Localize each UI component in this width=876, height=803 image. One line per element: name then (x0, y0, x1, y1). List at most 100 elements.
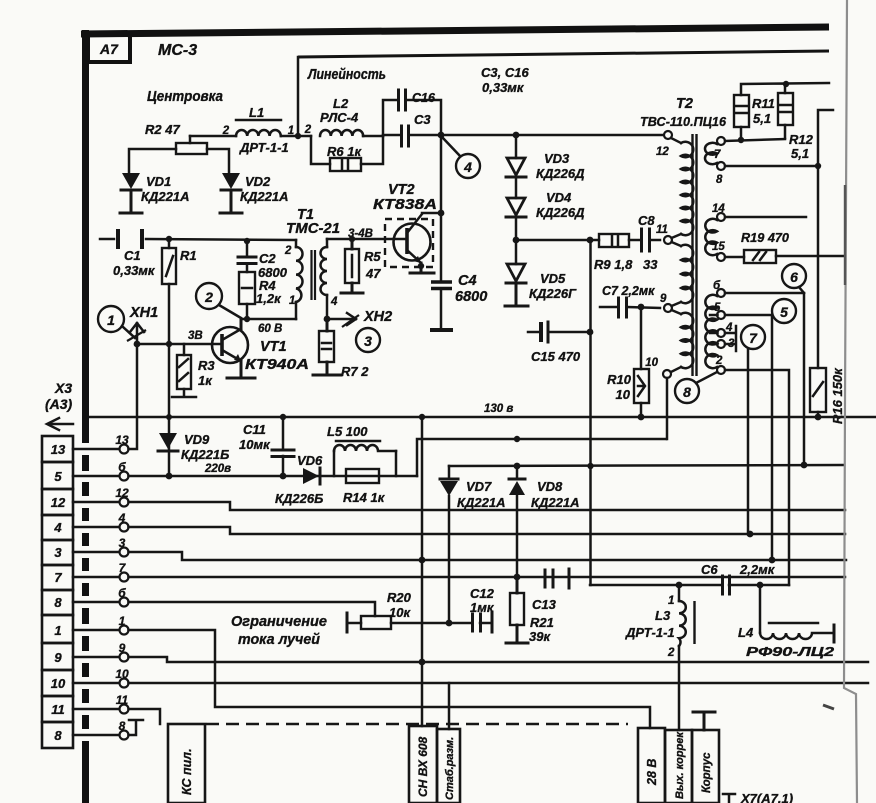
svg-text:КД221А: КД221А (240, 189, 288, 204)
svg-text:КД226Д: КД226Д (536, 166, 585, 181)
svg-text:R21: R21 (530, 615, 554, 630)
svg-text:130 в: 130 в (484, 403, 513, 415)
svg-text:КД226Г: КД226Г (529, 286, 577, 301)
svg-text:12: 12 (656, 146, 669, 158)
svg-text:10к: 10к (389, 605, 411, 620)
svg-text:КД221А: КД221А (457, 495, 505, 510)
svg-text:б: б (118, 460, 126, 474)
svg-text:ТВС-110.ПЦ16: ТВС-110.ПЦ16 (640, 114, 727, 129)
svg-text:Т2: Т2 (676, 96, 693, 112)
svg-text:5: 5 (714, 302, 721, 314)
svg-text:12: 12 (51, 495, 66, 510)
svg-text:2: 2 (667, 647, 675, 659)
svg-text:7: 7 (54, 570, 62, 585)
svg-text:КД226Б: КД226Б (275, 491, 323, 506)
svg-text:L4: L4 (738, 625, 754, 640)
svg-text:5: 5 (54, 469, 62, 484)
svg-text:С13: С13 (532, 597, 557, 612)
svg-text:47: 47 (365, 266, 381, 281)
svg-text:8: 8 (683, 384, 691, 400)
svg-text:8: 8 (716, 174, 723, 186)
svg-text:39к: 39к (529, 629, 551, 644)
svg-text:4: 4 (725, 322, 733, 334)
svg-text:R1: R1 (180, 248, 197, 263)
svg-text:11: 11 (656, 224, 668, 236)
svg-text:ДРТ-1-1: ДРТ-1-1 (625, 625, 675, 640)
svg-text:С15 470: С15 470 (531, 349, 581, 364)
svg-text:10: 10 (51, 676, 66, 691)
svg-text:9: 9 (660, 293, 667, 305)
svg-text:РФ90-ЛЦ2: РФ90-ЛЦ2 (746, 644, 835, 659)
svg-text:11: 11 (51, 702, 65, 717)
svg-text:КД226Д: КД226Д (536, 205, 585, 220)
svg-text:R10: R10 (607, 372, 632, 387)
svg-text:13: 13 (115, 433, 129, 447)
svg-text:10: 10 (115, 667, 129, 681)
svg-text:3: 3 (54, 545, 62, 560)
svg-text:60 В: 60 В (258, 323, 282, 335)
svg-text:С4: С4 (458, 273, 477, 289)
svg-text:Вых. коррек: Вых. коррек (674, 731, 686, 799)
svg-text:Т1: Т1 (297, 207, 314, 223)
svg-text:Х3: Х3 (54, 380, 72, 396)
svg-text:10: 10 (616, 387, 631, 402)
svg-text:R7 2: R7 2 (341, 364, 369, 379)
svg-text:2: 2 (284, 245, 292, 257)
svg-text:КД221Б: КД221Б (181, 447, 229, 462)
svg-text:4: 4 (463, 159, 472, 175)
svg-text:5: 5 (780, 304, 788, 320)
svg-text:28 В: 28 В (645, 759, 659, 786)
svg-text:VD1: VD1 (146, 174, 171, 189)
svg-text:6800: 6800 (455, 289, 487, 305)
svg-text:8: 8 (54, 595, 62, 610)
svg-text:L1: L1 (249, 105, 264, 120)
svg-text:2: 2 (715, 355, 723, 367)
svg-text:Стаб.разм.: Стаб.разм. (444, 737, 456, 800)
svg-text:R5: R5 (364, 249, 381, 264)
svg-text:10мк: 10мк (239, 437, 271, 452)
svg-text:С3, С16: С3, С16 (481, 65, 529, 80)
svg-text:0,33мк: 0,33мк (482, 80, 525, 95)
svg-text:б: б (118, 586, 126, 600)
svg-text:1мк: 1мк (470, 600, 495, 615)
svg-text:8: 8 (119, 719, 126, 733)
svg-text:4: 4 (118, 511, 126, 525)
svg-text:9: 9 (54, 650, 62, 665)
svg-text:РЛС-4: РЛС-4 (320, 110, 359, 125)
svg-text:220в: 220в (204, 463, 231, 475)
svg-text:R20: R20 (387, 590, 412, 605)
svg-text:С8: С8 (638, 213, 655, 228)
svg-text:1: 1 (289, 295, 295, 307)
svg-text:Ограничение: Ограничение (231, 614, 327, 630)
svg-text:МС-3: МС-3 (158, 42, 197, 59)
svg-text:14: 14 (712, 203, 725, 215)
svg-text:КД221А: КД221А (531, 495, 579, 510)
svg-text:VD7: VD7 (466, 479, 492, 494)
svg-text:2,2мк: 2,2мк (739, 562, 776, 577)
svg-text:6: 6 (790, 269, 798, 285)
svg-text:С2: С2 (259, 251, 276, 266)
svg-text:VT2: VT2 (388, 182, 415, 198)
svg-text:12: 12 (115, 486, 129, 500)
svg-text:СН ВХ 608: СН ВХ 608 (416, 736, 430, 797)
svg-text:С12: С12 (470, 586, 495, 601)
svg-text:R14 1к: R14 1к (343, 490, 386, 505)
svg-text:L5 100: L5 100 (327, 424, 368, 439)
svg-text:1: 1 (668, 595, 674, 607)
svg-text:А7: А7 (99, 41, 119, 57)
svg-text:9: 9 (119, 641, 126, 655)
svg-text:R3: R3 (198, 358, 215, 373)
svg-text:R6 1к: R6 1к (327, 144, 362, 159)
svg-text:VD8: VD8 (537, 479, 563, 494)
svg-text:КС пил.: КС пил. (180, 748, 194, 795)
svg-text:R12: R12 (789, 132, 814, 147)
svg-text:3: 3 (364, 333, 372, 349)
svg-text:R4: R4 (259, 278, 276, 293)
svg-text:7: 7 (119, 561, 127, 575)
svg-text:Центровка: Центровка (147, 89, 223, 105)
svg-text:11: 11 (116, 693, 129, 707)
svg-text:ХН2: ХН2 (363, 309, 392, 325)
svg-text:VD2: VD2 (245, 174, 271, 189)
svg-text:R19 470: R19 470 (741, 230, 790, 245)
svg-text:ТМС-21: ТМС-21 (286, 221, 340, 237)
